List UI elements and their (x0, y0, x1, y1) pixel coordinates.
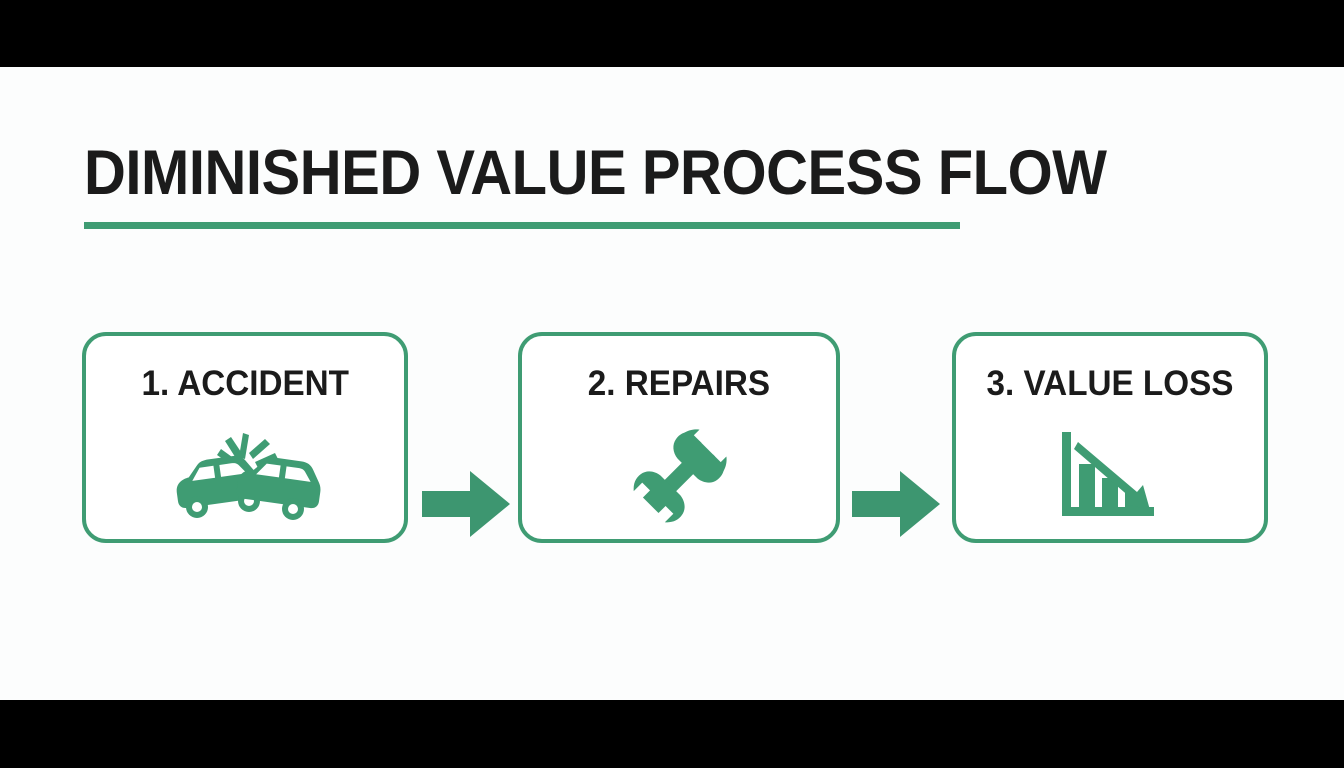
declining-bar-chart-icon (1058, 414, 1162, 539)
letterbox-bottom (0, 700, 1344, 768)
letterbox-top (0, 0, 1344, 67)
slide-canvas: DIMINISHED VALUE PROCESS FLOW 1. ACCIDEN… (0, 67, 1344, 700)
flow-connector-arrow-1 (422, 471, 510, 537)
page-title-container: DIMINISHED VALUE PROCESS FLOW (84, 138, 1107, 208)
flow-step-value-loss-label: 3. VALUE LOSS (986, 364, 1234, 403)
flow-step-value-loss[interactable]: 3. VALUE LOSS (952, 332, 1268, 543)
process-flow-diagram: 1. ACCIDENT (0, 332, 1344, 547)
car-collision-icon (165, 414, 325, 539)
flow-step-accident[interactable]: 1. ACCIDENT (82, 332, 408, 543)
flow-step-repairs-label: 2. REPAIRS (587, 364, 771, 403)
flow-connector-arrow-2 (852, 471, 940, 537)
title-underline-rule (84, 222, 960, 229)
flow-step-repairs[interactable]: 2. REPAIRS (518, 332, 840, 543)
page-title: DIMINISHED VALUE PROCESS FLOW (84, 138, 1107, 208)
wrench-icon (627, 414, 731, 539)
flow-step-accident-label: 1. ACCIDENT (141, 364, 349, 403)
